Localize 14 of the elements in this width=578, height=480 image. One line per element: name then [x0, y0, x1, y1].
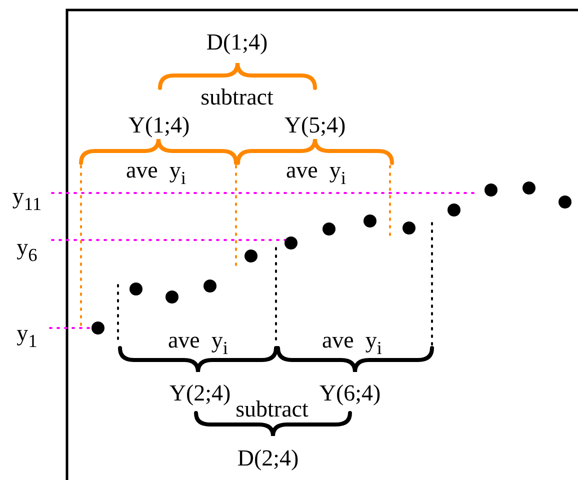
- brace-label: Y(6;4): [319, 382, 381, 404]
- operation-label: ave y$_{i}$: [168, 328, 228, 352]
- brace-label: Y(1;4): [128, 114, 190, 136]
- operation-label: ave y$_{i}$: [286, 158, 346, 182]
- brace-label: Y(5;4): [284, 114, 346, 136]
- axis-label: y$_{1}$: [16, 322, 38, 344]
- operation-label: ave y$_{i}$: [322, 328, 382, 352]
- operation-label: subtract: [236, 398, 308, 420]
- operation-label: ave y$_{i}$: [126, 158, 186, 182]
- operation-label: subtract: [200, 86, 274, 108]
- brace-label: D(2;4): [237, 446, 299, 470]
- axis-label: y$_{11}$: [12, 184, 42, 208]
- brace-label: D(1;4): [206, 30, 268, 54]
- brace-label: Y(2;4): [169, 382, 231, 404]
